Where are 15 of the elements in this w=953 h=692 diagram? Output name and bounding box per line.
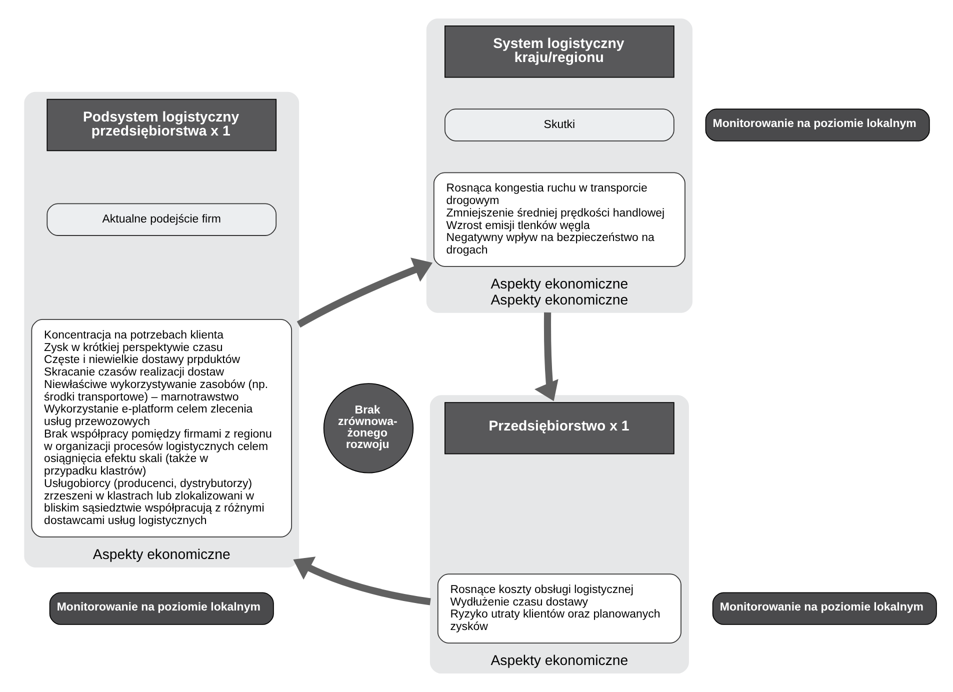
node-box: Monitorowanie na poziomie lokalnym xyxy=(712,592,936,625)
node-box: Aktualne podejście firm xyxy=(46,203,276,236)
node-box: Skutki xyxy=(444,108,674,142)
node-box: Rosnąca kongestia ruchu w transporcie drogowym Zmniejszenie średniej prędkości handlowej Wzrost emisji tlenków węgla Negatywny wpływ na bezpieczeństwo na drogach xyxy=(432,172,685,267)
node-box: Rosnące koszty obsługi logistycznej Wydłużenie czasu dostawy Ryzyko utraty klientów oraz planowanych zysków xyxy=(436,574,681,644)
arrow xyxy=(534,312,558,402)
arrow xyxy=(296,258,432,328)
arrow xyxy=(292,556,430,606)
node-circle: Brak zrównowa-żonego rozwoju xyxy=(322,383,414,474)
node-box: Przedsiębiorstwo x 1 xyxy=(444,402,674,454)
node-box: Monitorowanie na poziomie lokalnym xyxy=(48,592,274,625)
node-box: Monitorowanie na poziomie lokalnym xyxy=(704,108,930,142)
node-box: Podsystem logistyczny przedsiębiorstwa x 1 xyxy=(46,98,276,152)
node-box: Koncentracja na potrzebach klienta Zysk w krótkiej perspektywie czasu Częste i niewielkie dostawy prpduktów Skracanie czasów realizacji dostaw Niewłaściwe wykorzystywanie zasobów (np. środki transportowe) – marnotrawstwo Wykorzystanie e-platform celem zlecenia usług przewozowych Brak współpracy pomiędzy firmami z regionu w organizacji procesów logistycznych celem osiągnięcia efektu skali (także w przypadku klastrów) Usługobiorcy (producenci, dystrybutorzy) zrzeszeni w klastrach lub zlokalizowani w bliskim sąsiedztwie współpracują z różnymi dostawcami usług logistycznych xyxy=(30,319,292,538)
node-box: System logistyczny kraju/regionu xyxy=(444,26,674,78)
